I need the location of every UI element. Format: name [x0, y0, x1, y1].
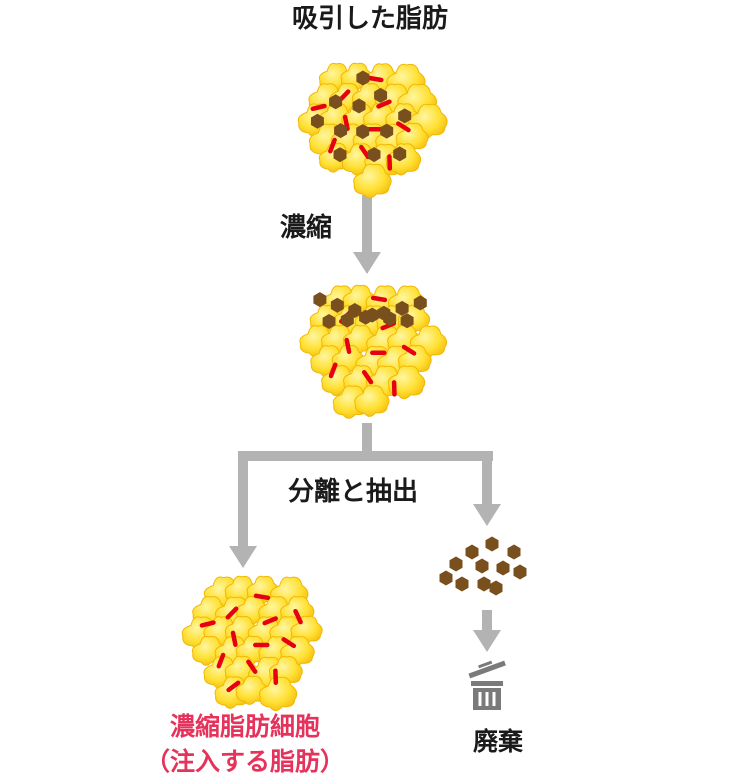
impurity-particle — [352, 98, 366, 114]
impurity-particle — [496, 560, 510, 576]
fiber — [199, 620, 216, 628]
impurity-particle — [322, 314, 336, 329]
trash-can-icon — [468, 660, 506, 710]
concentrated-fat-cluster — [299, 284, 448, 419]
impurity-particle — [439, 570, 453, 586]
fat-cell — [354, 385, 390, 417]
fiber — [370, 295, 388, 303]
fat-cell — [259, 676, 298, 712]
impurity-particle — [348, 303, 362, 318]
impurity-particle — [507, 544, 521, 560]
fiber — [376, 99, 392, 109]
trash-lid — [468, 660, 506, 679]
impurity-particle — [334, 123, 348, 139]
step-label-separate-extract: 分離と抽出 — [288, 477, 419, 507]
fiber — [216, 652, 226, 669]
impurity-particle — [455, 576, 469, 592]
waste-label: 廃棄 — [472, 727, 523, 756]
fiber — [253, 593, 271, 601]
fiber — [328, 137, 337, 154]
fiber — [359, 144, 371, 160]
impurity-particle — [400, 313, 414, 329]
title-suctioned-fat: 吸引した脂肪 — [291, 4, 448, 34]
fiber — [328, 362, 338, 379]
impurity-particle — [365, 307, 379, 323]
arrow-head — [353, 252, 381, 274]
impurity-particle — [383, 311, 397, 327]
impurity-particle — [380, 123, 394, 139]
fiber — [230, 630, 238, 647]
impurity-particle — [356, 70, 370, 86]
impurity-particle — [393, 146, 407, 162]
impurity-particle — [329, 94, 343, 110]
fiber — [310, 103, 327, 112]
fiber — [226, 680, 241, 693]
impurity-particle — [333, 147, 347, 163]
impurity-particle — [340, 312, 354, 328]
step-label-concentrate: 濃縮 — [280, 213, 333, 243]
arrow-head — [473, 630, 501, 652]
impurity-particle — [367, 147, 381, 163]
impurity-particle — [513, 564, 527, 580]
arrow-head — [229, 546, 257, 568]
fat-cell — [235, 675, 268, 705]
fiber — [246, 659, 258, 674]
fiber — [401, 344, 417, 356]
fiber — [225, 606, 239, 620]
product-label-concentrated-fat-cells: 濃縮脂肪細胞 — [169, 712, 320, 741]
impurity-particle — [475, 558, 489, 574]
impurity-particle — [465, 544, 479, 560]
fiber — [281, 637, 297, 649]
impurity-particle — [313, 292, 327, 308]
fat-cell — [353, 163, 392, 199]
impurity-particle — [485, 536, 499, 552]
impurity-particle — [449, 556, 463, 572]
impurity-particle — [356, 124, 370, 140]
fiber — [293, 608, 303, 625]
fiber — [361, 369, 374, 385]
fiber — [344, 337, 352, 355]
trash-slot — [478, 692, 482, 706]
impurity-particle — [311, 113, 324, 129]
arrow-head — [473, 504, 501, 526]
impurity-particles — [439, 536, 527, 596]
suctioned-fat-cluster — [297, 62, 448, 199]
impurity-particle — [398, 108, 412, 124]
trash-slot — [485, 692, 489, 706]
fiber — [367, 75, 384, 83]
impurity-particle — [395, 300, 409, 316]
fiber — [342, 114, 350, 131]
flow-arrows — [229, 195, 501, 652]
trash-rim — [471, 681, 503, 686]
trash-lid-handle — [478, 660, 493, 669]
trash-slot — [492, 692, 496, 706]
fiber — [262, 616, 278, 626]
impurity-particle — [330, 297, 344, 313]
impurity-particle — [374, 87, 388, 103]
fiber — [396, 121, 411, 133]
impurity-particle — [489, 580, 503, 596]
impurity-particle — [477, 576, 491, 592]
product-label-injected-fat: （注入する脂肪） — [144, 747, 345, 776]
fat-cell — [387, 365, 426, 400]
concentrated-fat-cells-cluster — [181, 575, 323, 712]
impurity-particle — [413, 295, 427, 311]
